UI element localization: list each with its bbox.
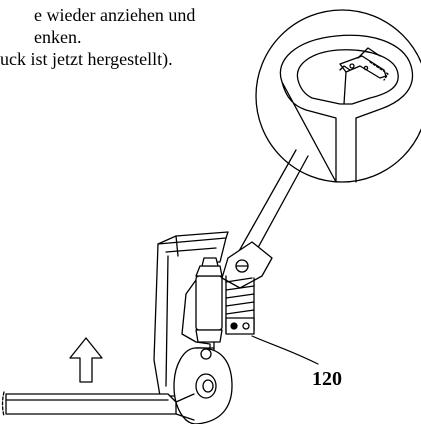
callout-leader — [251, 335, 319, 365]
fork — [1, 391, 195, 421]
hydraulic-pump — [195, 257, 255, 361]
instruction-line-2: enken. — [34, 27, 82, 47]
instruction-line-3: uck ist jetzt hergestellt). — [0, 49, 173, 69]
instruction-line-1: e wieder anziehen und — [34, 5, 196, 25]
handle-shaft — [221, 149, 309, 289]
up-arrow-icon — [69, 337, 103, 383]
steer-wheel — [173, 347, 233, 424]
instruction-text: e wieder anziehen und enken. uck ist jet… — [0, 4, 260, 70]
handle-detail-circle — [255, 9, 421, 183]
part-number-label: 120 — [312, 368, 342, 390]
